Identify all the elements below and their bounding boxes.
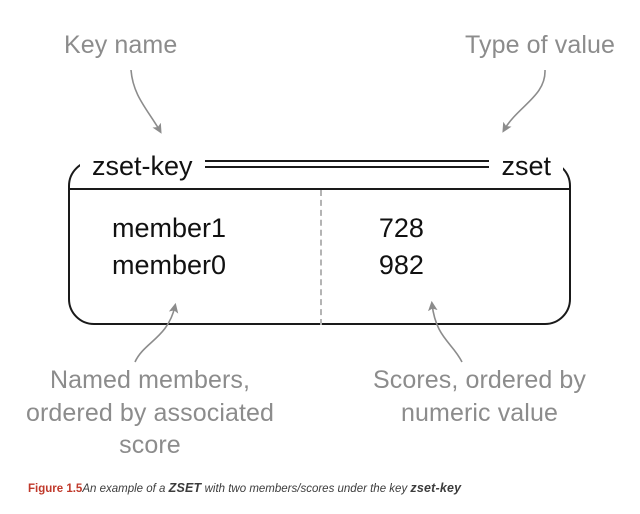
zset-key-label: zset-key bbox=[80, 152, 205, 180]
score-cell: 982 bbox=[378, 250, 424, 281]
annotation-key-name: Key name bbox=[64, 31, 178, 59]
figure-caption-term: ZSET bbox=[168, 481, 202, 495]
score-cell: 728 bbox=[378, 213, 424, 243]
annotation-type-of-value: Type of value bbox=[465, 31, 616, 59]
zset-type-label: zset bbox=[489, 152, 563, 180]
annotation-scores: Scores, ordered by numeric value bbox=[372, 366, 587, 427]
arrow-type-of-value bbox=[502, 69, 546, 133]
figure-caption-part2: with two members/scores under the key bbox=[201, 483, 411, 495]
figure-number: Figure 1.5 bbox=[28, 483, 83, 495]
figure-caption: Figure 1.5An example of a ZSET with two … bbox=[28, 481, 461, 497]
box-header: zset-key zset bbox=[70, 142, 573, 190]
header-rule bbox=[204, 166, 490, 168]
figure-caption-part1: An example of a bbox=[82, 483, 169, 495]
member-cell: member0 bbox=[112, 250, 227, 281]
header-separator-line bbox=[70, 188, 569, 190]
members-column: member1 member0 bbox=[70, 190, 320, 325]
zset-container-box: zset-key zset member1 member0 728 982 bbox=[68, 152, 571, 325]
scores-column: 728 982 bbox=[319, 190, 569, 325]
annotation-named-members: Named members, ordered by associated sco… bbox=[25, 366, 275, 459]
figure-caption-key: zset-key bbox=[410, 481, 462, 495]
arrow-key-name bbox=[130, 69, 162, 134]
member-cell: member1 bbox=[112, 213, 227, 243]
box-body: member1 member0 728 982 bbox=[70, 190, 569, 325]
